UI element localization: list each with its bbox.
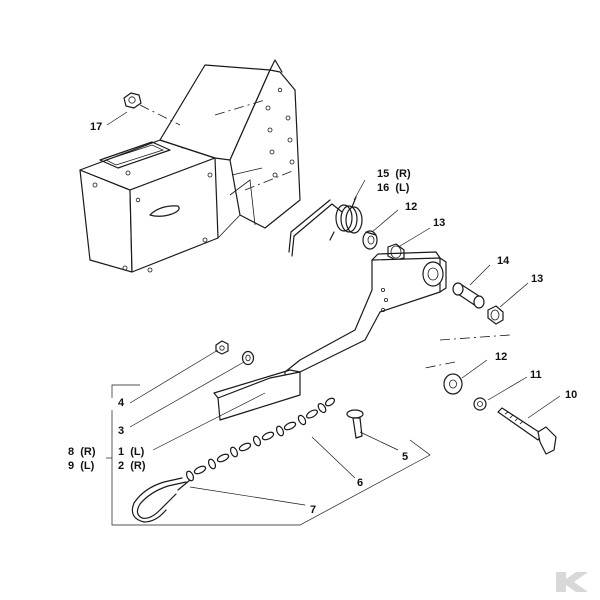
label-8: 8 (R) <box>68 446 96 458</box>
label-12-upper: 12 <box>405 201 417 213</box>
part-3-washer <box>241 350 255 366</box>
part-10-bolt <box>497 407 557 455</box>
label-2: 2 (R) <box>118 460 146 472</box>
label-10: 10 <box>565 389 577 401</box>
part-5-clevis-pin <box>346 409 364 439</box>
part-4-nut <box>215 340 229 355</box>
k-brand-logo-icon <box>556 572 588 592</box>
leader-lines <box>106 111 561 526</box>
lift-lever-arm <box>213 251 447 421</box>
part-6-chain <box>185 397 336 482</box>
label-12-lower: 12 <box>495 351 507 363</box>
label-1: 1 (L) <box>118 446 145 458</box>
label-3: 3 <box>118 425 124 437</box>
label-14: 14 <box>497 255 510 267</box>
label-5: 5 <box>402 451 408 463</box>
label-15: 15 (R) <box>377 168 411 180</box>
label-13-lower: 13 <box>531 273 543 285</box>
label-7: 7 <box>310 504 316 516</box>
part-11-lock-washer <box>473 397 487 411</box>
part-15-16-spring <box>288 196 363 257</box>
label-16: 16 (L) <box>377 182 410 194</box>
part-14-pin <box>452 282 485 309</box>
label-4: 4 <box>118 397 125 409</box>
label-17: 17 <box>90 121 102 133</box>
part-labels: 17 15 (R) 16 (L) 12 13 14 13 12 11 10 4 … <box>68 121 577 516</box>
frame-bracket <box>79 59 301 273</box>
part-12-washer-lower <box>443 373 463 395</box>
part-13-bushing-lower <box>487 305 504 325</box>
label-11: 11 <box>530 369 542 381</box>
part-17-nut <box>123 92 181 126</box>
part-13-bushing-upper <box>387 243 405 261</box>
label-13-upper: 13 <box>433 217 445 229</box>
label-6: 6 <box>357 477 363 489</box>
label-9: 9 (L) <box>68 460 95 472</box>
part-12-spacer-upper <box>362 230 378 250</box>
part-7-snap-hook <box>131 477 191 523</box>
